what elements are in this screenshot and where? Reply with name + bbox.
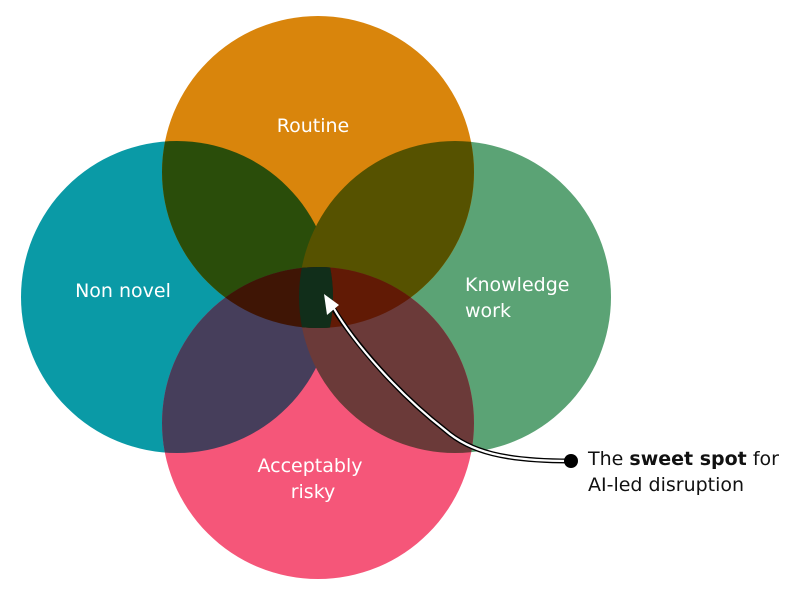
routine-label: Routine	[277, 115, 349, 137]
callout-line-1: The sweet spot for	[588, 446, 798, 472]
routine-label-line: Routine	[277, 115, 349, 137]
knowledge-work-label-line-1: Knowledge	[465, 274, 569, 296]
knowledge-work-label-line-2: work	[465, 300, 511, 322]
callout-arrow	[331, 305, 572, 463]
callout-bold: sweet spot	[629, 448, 747, 470]
non-novel-label-line: Non novel	[75, 280, 171, 302]
acceptably-risky-label-line-2: risky	[291, 481, 336, 503]
sweet-spot-callout: The sweet spot for AI-led disruption	[588, 446, 798, 498]
callout-suffix: for	[746, 448, 779, 470]
callout-line-2: AI-led disruption	[588, 474, 745, 496]
arrow-head-icon	[324, 294, 339, 315]
non-novel-label: Non novel	[75, 280, 171, 302]
acceptably-risky-label: Acceptably risky	[257, 455, 368, 503]
acceptably-risky-label-line-1: Acceptably	[257, 455, 362, 477]
knowledge-work-label: Knowledge work	[465, 274, 576, 322]
callout-dot-icon	[564, 454, 578, 468]
callout-prefix: The	[588, 448, 630, 470]
